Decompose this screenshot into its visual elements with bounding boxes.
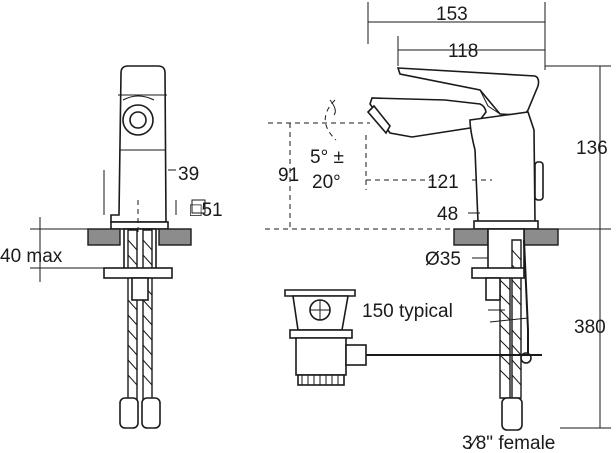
side-spout [369,97,487,138]
side-hose-nut [501,397,523,431]
front-dim-40max [30,217,104,282]
front-hose-nut-left [119,397,139,429]
label-angle: 5° ± [310,147,344,168]
dim-136 [538,65,611,230]
side-nut [485,277,501,301]
front-body-inner-line [118,94,167,151]
dimension-labels: 39 □51 40 max 153 118 136 5° ± 20° 91 12… [0,4,608,453]
waste-thread-lines [301,375,339,385]
front-face-recess [122,95,155,101]
front-base-plate [110,221,169,230]
front-deck-right [158,228,192,246]
side-popup-rod [523,239,529,360]
label-39: 39 [178,164,199,185]
dim-118 [397,36,545,66]
side-button [534,161,544,201]
waste-body [295,337,347,376]
label-121: 121 [427,172,459,193]
waste-plug-cross [310,300,330,320]
label-153: 153 [436,4,468,25]
dim-121 [365,135,492,190]
front-washer [103,267,173,279]
front-dim-39 [103,169,176,205]
label-48: 48 [437,204,458,225]
front-dim-51-ticks [103,200,177,215]
label-diameter-35: Ø35 [425,249,461,270]
dim-150-leader [488,309,529,323]
dim-91 [268,122,370,229]
waste-thread [297,374,345,386]
label-150-typical: 150 typical [362,301,453,322]
dim-380 [560,229,611,429]
waste-side-pipe [345,344,367,366]
label-380: 380 [574,317,606,338]
waste-cap [284,289,356,297]
side-column [469,111,536,223]
side-deck-right [523,228,559,246]
side-base-plate [473,220,539,230]
square-symbol [191,199,206,214]
label-91: 91 [278,165,299,186]
angle-arc-2 [329,99,336,116]
label-40-max: 40 max [0,246,63,267]
front-view [30,65,206,429]
side-view [265,2,611,431]
front-deck-left [87,228,121,246]
front-hose-right [142,229,153,401]
label-connection: 3⁄8" female [462,433,555,453]
front-aerator-inner [129,111,147,129]
label-118: 118 [448,41,478,62]
front-body [110,65,167,223]
front-hose-nut-right [141,397,161,429]
label-136: 136 [576,138,608,159]
front-nut [131,277,149,301]
front-hose-left [127,229,138,401]
side-lever-inner [479,89,501,115]
label-angle-tol: 20° [312,172,341,193]
label-51: □51 [190,200,223,221]
side-spout-tip [366,104,391,135]
waste-flange [289,329,353,339]
side-washer [471,267,525,279]
side-deck-left [453,228,489,246]
dim-153 [367,2,546,70]
